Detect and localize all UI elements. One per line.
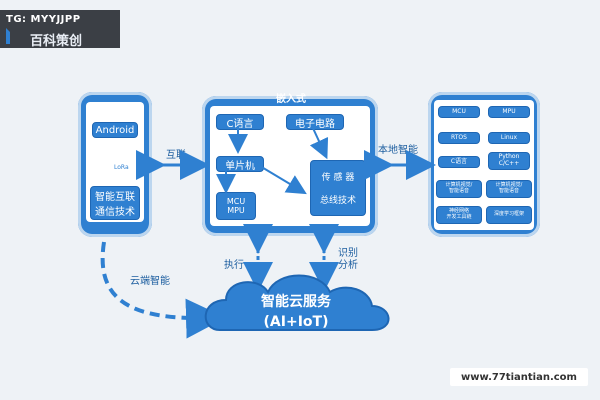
arrow-mcu-to-sensor — [249, 159, 307, 195]
cv-speech-box-2: 计算机视觉/ 智能语音 — [486, 180, 532, 198]
mid-panel: 嵌入式 C语言 电子电路 单片机 MCU MPU 传 感 器 总线技术 — [202, 94, 378, 236]
dl-framework-box: 深度学习框架 — [486, 206, 532, 224]
arrow-left-to-cloud — [100, 241, 226, 339]
comm-tech-box: 智能互联 通信技术 — [90, 186, 140, 220]
linux-box: Linux — [488, 132, 530, 144]
c-language-box: C语言 — [216, 114, 264, 130]
lora-label: LoRa — [114, 164, 129, 171]
android-box: Android — [92, 122, 138, 138]
edge-label-identify-analyze: 识别 分析 — [338, 248, 358, 271]
single-chip-box: 单片机 — [216, 156, 264, 172]
watermark-name: 百科策创 — [30, 34, 83, 49]
watermark-tag: TG: MYYJJPP — [6, 14, 81, 25]
edge-label-execute: 执行 — [224, 260, 244, 271]
right-inner: MCU MPU RTOS Linux C语言 Python C/C++ 计算机视… — [434, 100, 534, 230]
mid-panel-title: 嵌入式 — [276, 94, 306, 105]
right-mpu-box: MPU — [488, 106, 530, 118]
cv-speech-box-1: 计算机视觉/ 智能语音 — [436, 180, 482, 198]
left-panel: Android LoRa 智能互联 通信技术 — [78, 92, 152, 237]
logo-mark-icon — [6, 28, 22, 44]
edge-label-cloud-intelligence: 云端智能 — [130, 276, 170, 287]
sensor-bus-box: 传 感 器 总线技术 — [310, 160, 366, 216]
nn-toolchain-box: 神经网络 开发工具链 — [436, 206, 482, 224]
cloud-title: 智能云服务 — [260, 293, 332, 310]
circuit-box: 电子电路 — [286, 114, 344, 130]
right-panel: MCU MPU RTOS Linux C语言 Python C/C++ 计算机视… — [428, 92, 540, 237]
watermark-logo: TG: MYYJJPP 百科策创 — [0, 10, 120, 49]
right-mcu-box: MCU — [438, 106, 480, 118]
mid-inner: C语言 电子电路 单片机 MCU MPU 传 感 器 总线技术 — [210, 106, 370, 226]
rtos-box: RTOS — [438, 132, 480, 144]
mcu-mpu-box: MCU MPU — [216, 192, 256, 220]
right-c-language-box: C语言 — [438, 156, 480, 168]
arrow-circuit-to-sensor — [309, 125, 329, 160]
cloud-subtitle: (AI+IoT) — [264, 314, 329, 330]
cloud-shape — [204, 274, 390, 331]
python-cpp-box: Python C/C++ — [488, 152, 530, 170]
watermark-url: www.77tiantian.com — [450, 368, 588, 386]
left-inner: Android LoRa 智能互联 通信技术 — [86, 102, 144, 222]
